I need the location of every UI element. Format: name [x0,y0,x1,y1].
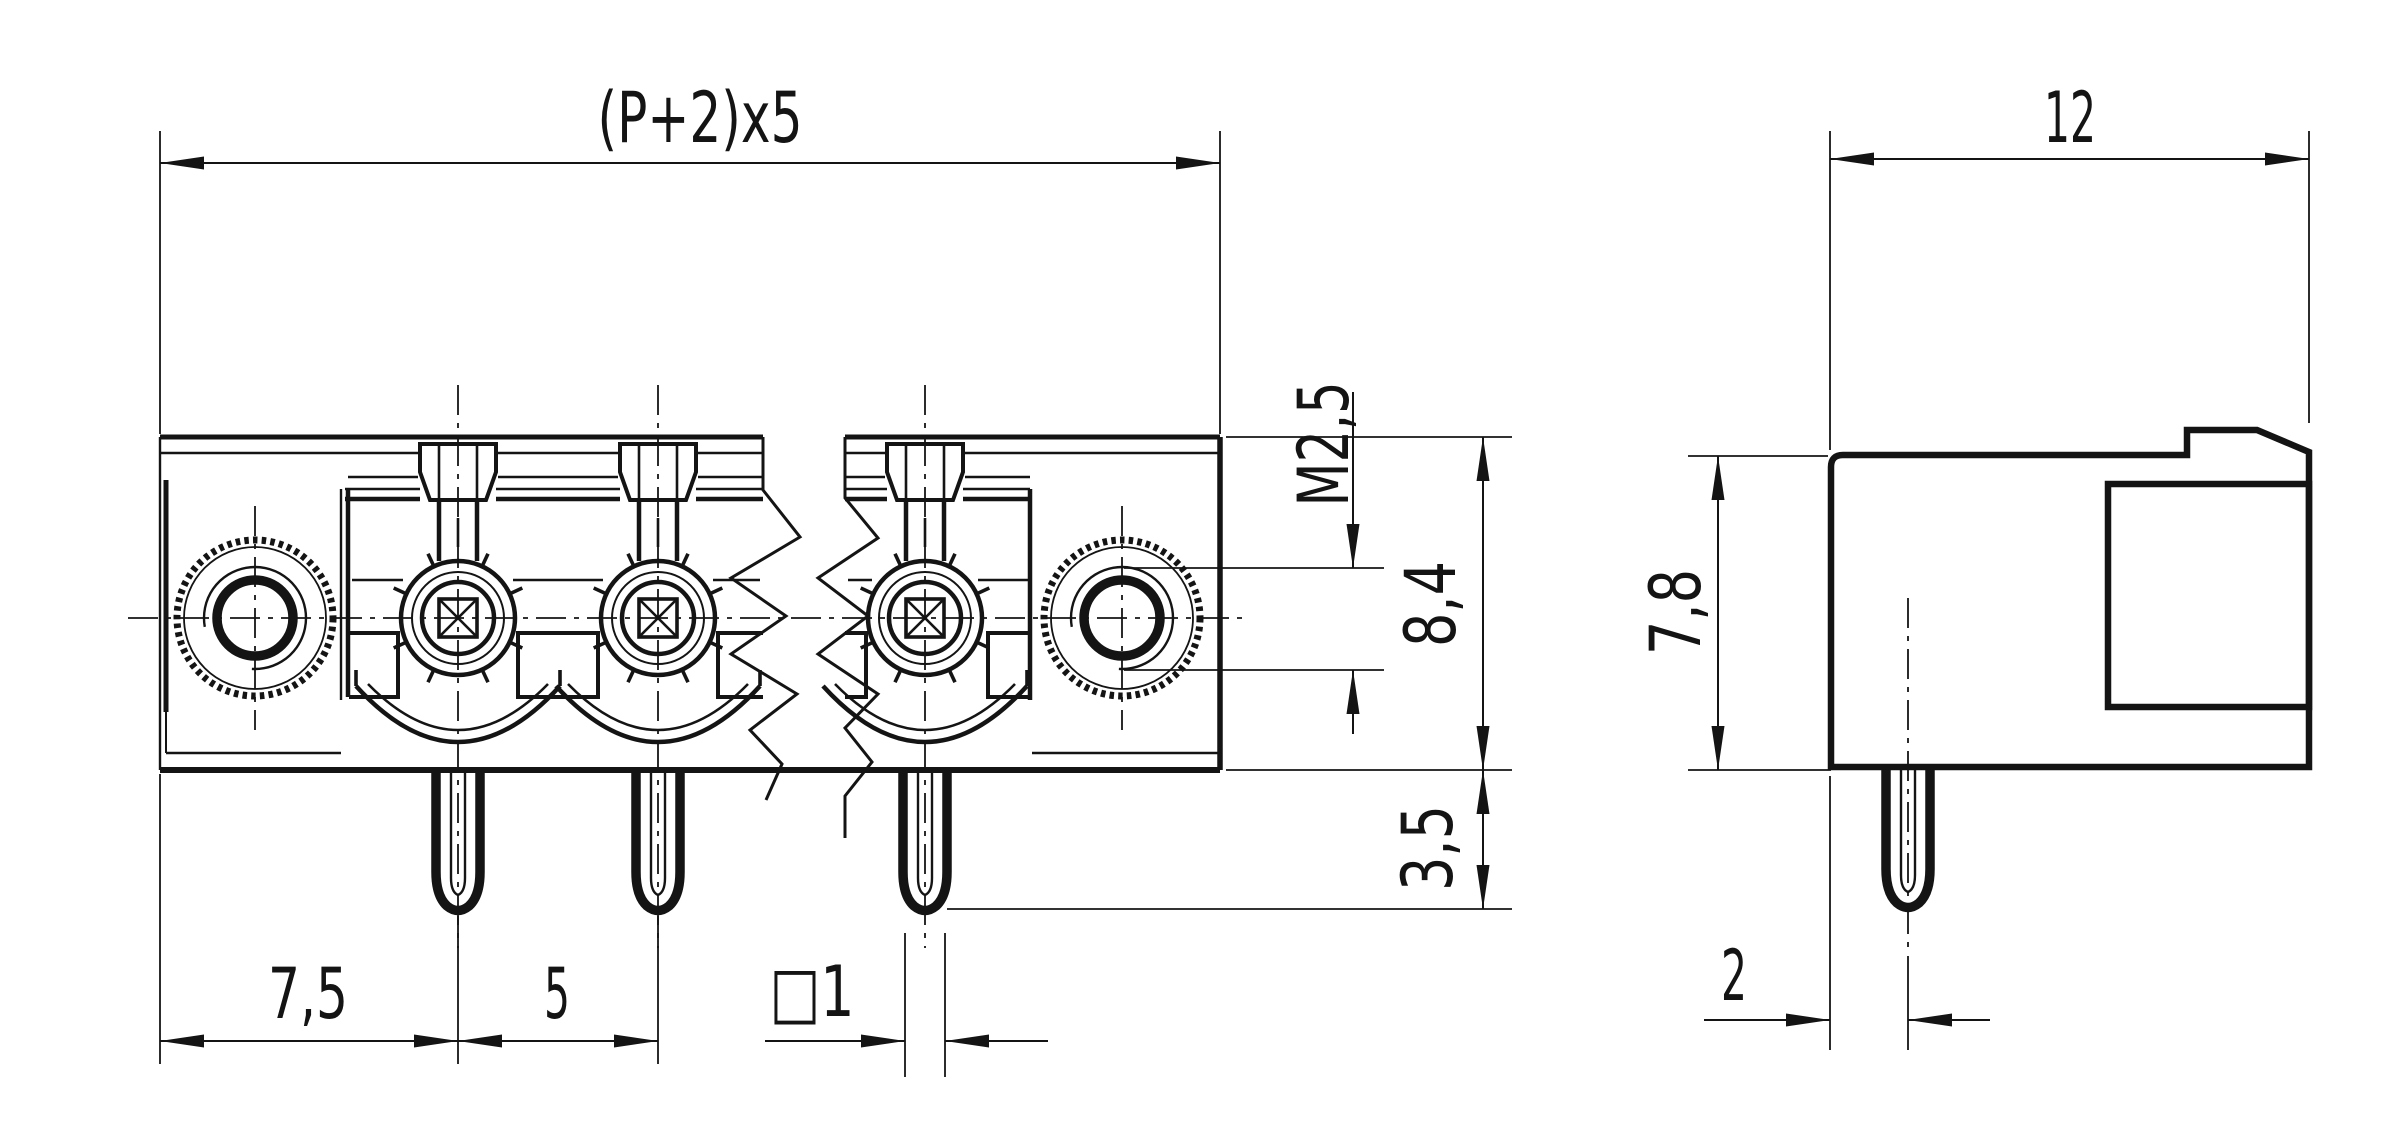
terminal-screw-3 [861,385,990,948]
dim-label-pin-pitch: 5 [544,953,570,1035]
terminal-screw-2 [594,385,723,948]
dim-label-pin-length: 3,5 [1387,805,1469,891]
side-body-outline [1827,426,2313,771]
dim-label-screw-thread: M2,5 [1283,382,1365,507]
socket-opening [2104,480,2313,711]
dim-label-pin-square: □1 [770,951,855,1033]
dim-label-body-height: 8,4 [1390,561,1472,647]
terminal-screw-1 [394,385,523,948]
connector-body-front [158,434,1223,773]
dimension-annotations: (P+2)x5 7,5 5 □1 M2,5 8,4 3,5 12 7,8 2 [159,77,2310,1077]
side-view [1827,426,2313,955]
dim-label-first-pin-offset: 7,5 [268,953,348,1035]
dim-label-overall-width: (P+2)x5 [598,77,803,159]
dim-label-overall-depth: 12 [2044,77,2096,159]
dim-label-side-pin-offset: 2 [1721,935,1747,1017]
dim-label-side-body-height: 7,8 [1635,569,1717,655]
break-lines [728,437,881,838]
front-view [128,385,1248,948]
terminal-cage [339,475,1033,745]
